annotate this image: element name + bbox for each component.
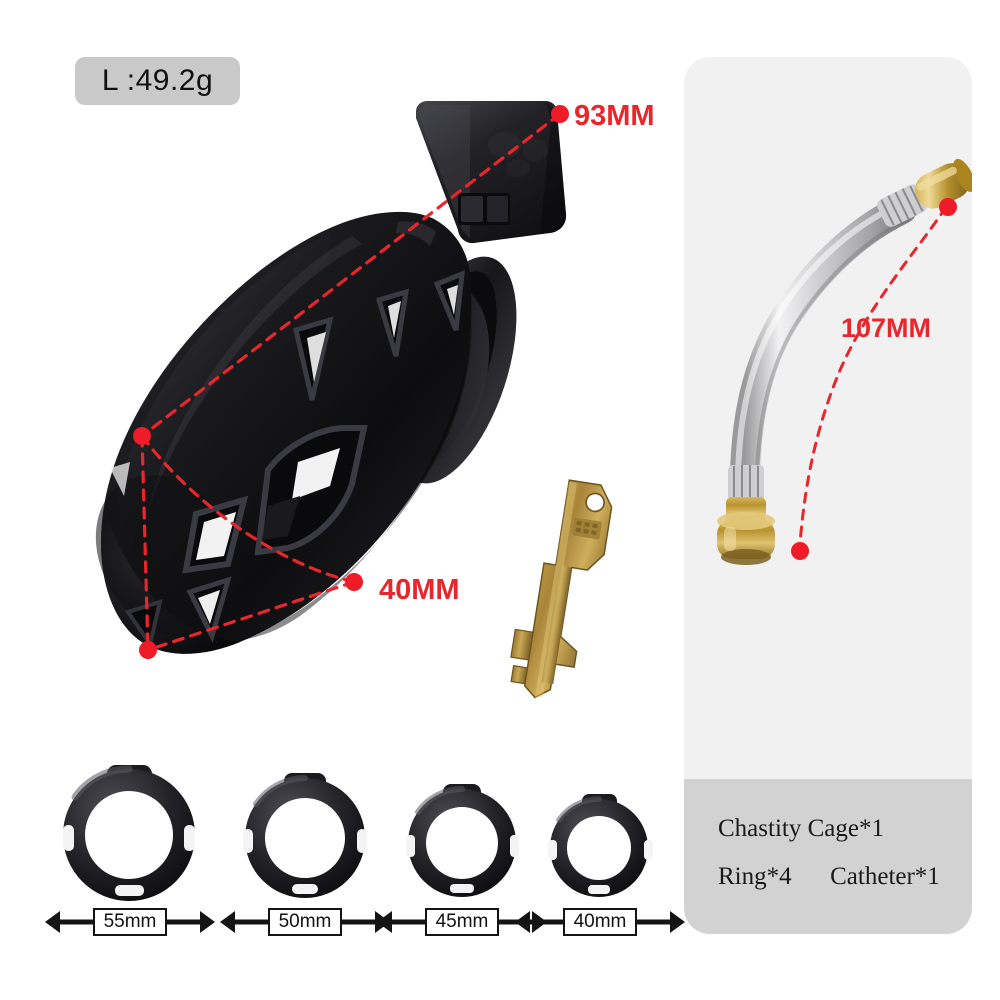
arrow-head-left-40mm <box>515 911 530 933</box>
cage-lock-plate <box>416 101 567 244</box>
arrow-head-right-40mm <box>670 911 685 933</box>
dimension-arc-40mm <box>140 434 356 584</box>
cage-mid-cutouts <box>182 425 368 574</box>
weight-badge: L :49.2g <box>75 57 240 105</box>
ring-size-measure-50mm: 50mm <box>220 905 390 939</box>
cage-dimension-lines <box>140 112 562 652</box>
ring-item-45mm: 45mm <box>377 779 547 937</box>
contents-catheter: Catheter*1 <box>830 862 940 890</box>
ring-item-55mm: 55mm <box>45 757 215 937</box>
ring-item-50mm: 50mm <box>220 767 390 937</box>
contents-ring: Ring*4 <box>718 862 792 890</box>
contents-line-ring-catheter: Ring*4 Catheter*1 <box>718 853 972 901</box>
ring-size-label-55mm: 55mm <box>92 907 168 937</box>
ring-item-40mm: 40mm <box>515 790 685 937</box>
ring-size-measure-40mm: 40mm <box>515 905 685 939</box>
arrow-head-left-50mm <box>220 911 235 933</box>
catheter-base <box>717 465 775 565</box>
dimension-line-93mm <box>140 112 562 438</box>
package-contents-band: Chastity Cage*1 Ring*4 Catheter*1 <box>684 779 972 934</box>
arrow-head-right-55mm <box>200 911 215 933</box>
catheter-illustration <box>717 158 972 565</box>
ring-size-row: 55mm <box>0 757 685 957</box>
ring-size-label-50mm: 50mm <box>267 907 343 937</box>
ring-size-label-40mm: 40mm <box>562 907 638 937</box>
ring-graphic-40mm <box>548 794 653 897</box>
cage-lower-vents <box>110 462 232 649</box>
dimension-label-107mm: 107MM <box>841 313 932 343</box>
cage-dimension-dots <box>133 105 569 659</box>
ring-size-label-45mm: 45mm <box>424 907 500 937</box>
catheter-panel: 107MM Chastity Cage*1 Ring*4 Catheter*1 <box>684 57 972 934</box>
catheter-dimension-arc <box>798 205 948 545</box>
cage-vent-holes <box>293 270 465 401</box>
dimension-line-40mm-b <box>146 580 356 652</box>
contents-line-cage: Chastity Cage*1 <box>718 815 884 842</box>
brass-key-illustration <box>510 479 613 699</box>
ring-size-measure-45mm: 45mm <box>377 905 547 939</box>
arrow-head-left-45mm <box>377 911 392 933</box>
dimension-label-93mm: 93MM <box>574 100 655 132</box>
ring-graphic-55mm <box>63 765 195 901</box>
ring-graphic-45mm <box>406 784 519 897</box>
dimension-label-40mm: 40MM <box>379 574 460 606</box>
ring-graphic-50mm <box>243 773 367 898</box>
cage-base-cuff <box>386 256 517 484</box>
arrow-head-left-55mm <box>45 911 60 933</box>
ring-size-measure-55mm: 55mm <box>45 905 215 939</box>
dimension-line-side <box>140 434 150 652</box>
